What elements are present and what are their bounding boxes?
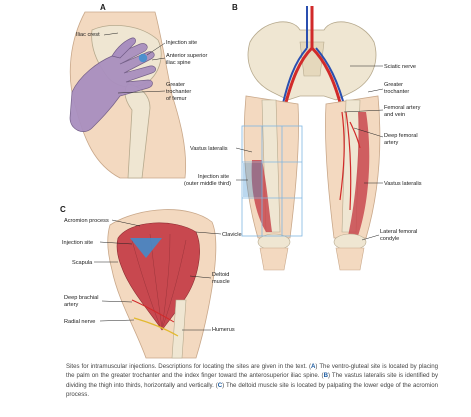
- ventrogluteal-injection-site: [138, 53, 148, 63]
- panel-c-letter: C: [60, 205, 66, 214]
- humerus-bone: [171, 299, 187, 359]
- thirds-grid: [241, 125, 303, 237]
- label-asis-line1: Anterior superior: [166, 53, 207, 59]
- label-injection-site-a: Injection site: [166, 40, 197, 46]
- femoral-vessels: [339, 111, 361, 211]
- panel-b: B Sciatic nerve: [184, 3, 422, 271]
- panel-a: A Iliac crest Injection site Anterior su…: [69, 3, 207, 179]
- label-injection-site-b2: (outer middle third): [184, 181, 231, 187]
- label-clavicle: Clavicle: [222, 232, 242, 238]
- radial-nerve: [133, 317, 179, 337]
- label-femoral-av-2: and vein: [384, 112, 405, 118]
- label-asis-line2: iliac spine: [166, 60, 191, 66]
- gloved-hand: [69, 43, 156, 132]
- label-deep-brachial-2: artery: [64, 302, 79, 308]
- label-deep-femoral-1: Deep femoral: [384, 133, 418, 139]
- label-humerus: Humerus: [212, 327, 235, 333]
- vastus-injection-zone: [243, 163, 262, 197]
- label-injection-site-b1: Injection site: [198, 174, 229, 180]
- label-deep-brachial-1: Deep brachial: [64, 295, 99, 301]
- left-leg-lower: [259, 247, 289, 271]
- deep-brachial-artery: [131, 299, 175, 323]
- label-femoral-av-1: Femoral artery: [384, 105, 421, 111]
- label-radial-nerve: Radial nerve: [64, 319, 95, 325]
- label-greater-trochanter-a1: Greater: [166, 82, 185, 88]
- panel-b-letter: B: [232, 3, 238, 12]
- label-deltoid-1: Deltoid: [212, 272, 229, 278]
- label-greater-trochanter-b2: trochanter: [384, 89, 409, 95]
- figure-caption: Sites for intramuscular injections. Desc…: [66, 363, 439, 399]
- label-injection-site-c: Injection site: [62, 240, 93, 246]
- right-leg-lower: [335, 247, 365, 271]
- label-greater-trochanter-a2: trochanter: [166, 89, 191, 95]
- right-knee: [333, 233, 367, 251]
- label-scapula: Scapula: [72, 260, 93, 266]
- gloved-thumb: [111, 37, 136, 59]
- label-lateral-condyle-2: condyle: [380, 236, 399, 242]
- label-deep-femoral-2: artery: [384, 140, 399, 146]
- label-lateral-condyle-1: Lateral femoral: [380, 229, 417, 235]
- panel-a-letter: A: [100, 3, 106, 12]
- label-deltoid-2: muscle: [212, 279, 230, 285]
- label-greater-trochanter-b1: Greater: [384, 82, 403, 88]
- label-iliac-crest: Iliac crest: [76, 32, 100, 38]
- deltoid-injection-triangle: [130, 238, 162, 258]
- label-vastus-lateralis-left: Vastus lateralis: [190, 146, 228, 152]
- label-sciatic-nerve: Sciatic nerve: [384, 64, 416, 70]
- label-acromion: Acromion process: [64, 218, 109, 224]
- vastus-lateralis-right: [348, 112, 370, 236]
- deltoid-fibers: [131, 233, 187, 329]
- label-vastus-lateralis-right: Vastus lateralis: [384, 181, 422, 187]
- panel-c: C Acromion process Clavicle Injection si…: [60, 205, 242, 359]
- label-greater-trochanter-a3: of femur: [166, 96, 187, 102]
